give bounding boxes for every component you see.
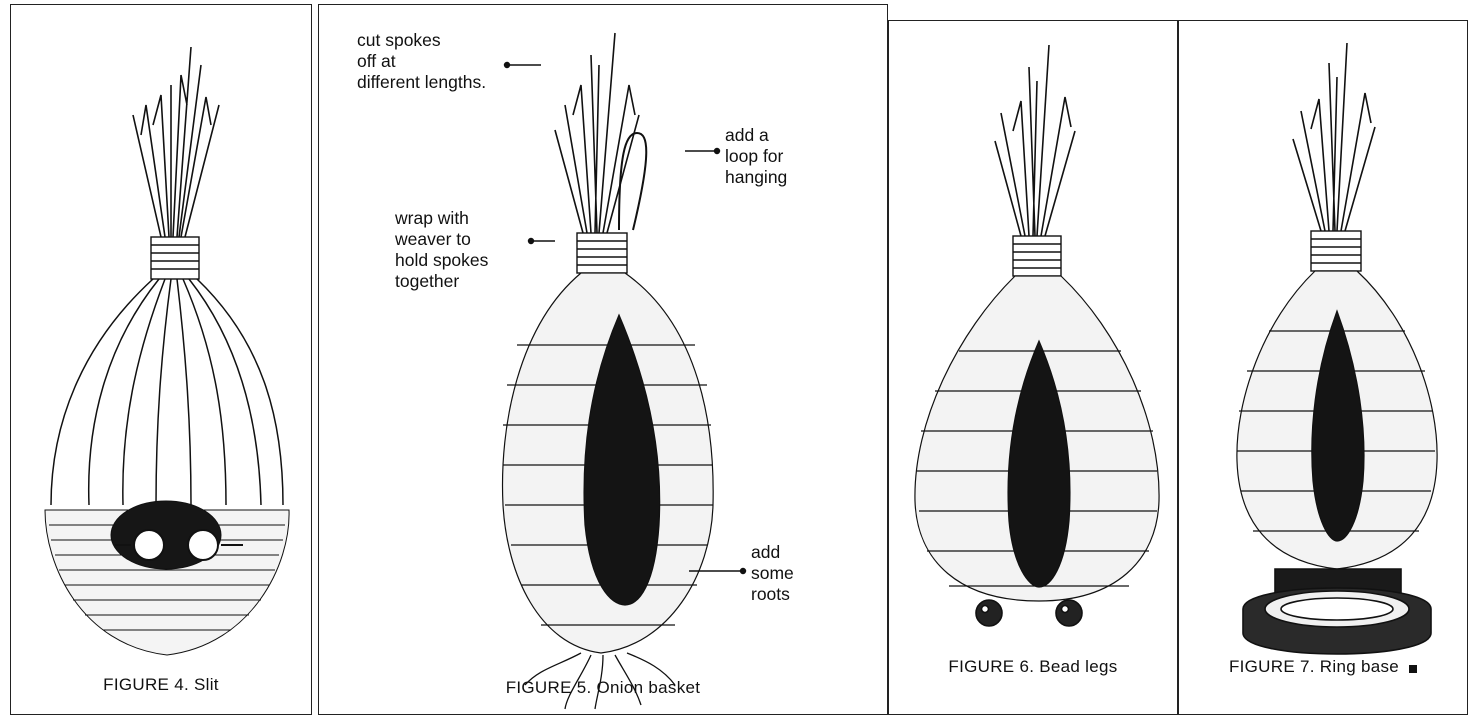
note-cut-spokes: cut spokes off at different lengths. — [357, 30, 486, 93]
wrap-band — [577, 233, 627, 273]
wrap-band — [1311, 231, 1361, 271]
figure-6-caption: FIGURE 6. Bead legs — [889, 657, 1177, 677]
note-add-loop: add a loop for hanging — [725, 125, 787, 188]
vertical-spokes — [51, 279, 283, 505]
note-wrap-weaver: wrap with weaver to hold spokes together — [395, 208, 488, 292]
woven-base — [45, 501, 289, 655]
spokes-tuft — [133, 47, 219, 237]
figure-6-panel: FIGURE 6. Bead legs — [888, 20, 1178, 715]
figure-4-panel: FIGURE 4. Slit — [10, 4, 312, 715]
spokes-tuft — [1293, 43, 1375, 231]
figure-7-caption: FIGURE 7. Ring base — [1179, 657, 1467, 677]
wrap-band — [1013, 236, 1061, 276]
figure-7-illustration — [1179, 21, 1469, 716]
spokes-tuft — [555, 33, 639, 233]
figure-6-illustration — [889, 21, 1179, 716]
hanging-loop — [619, 133, 646, 230]
spokes-tuft — [995, 45, 1075, 236]
end-mark-square — [1409, 665, 1417, 673]
figure-5-caption: FIGURE 5. Onion basket — [319, 678, 887, 698]
wrap-band — [151, 237, 199, 279]
note-add-roots: add some roots — [751, 542, 794, 605]
ring-base — [1243, 569, 1431, 654]
figure-5-panel: cut spokes off at different lengths. add… — [318, 4, 888, 715]
onion-body — [503, 273, 714, 653]
figure-4-caption: FIGURE 4. Slit — [11, 675, 311, 695]
basket-body — [915, 276, 1159, 601]
bead-legs — [976, 600, 1082, 626]
figure-5-illustration — [319, 5, 889, 716]
figure-4-illustration — [11, 5, 313, 716]
figure-7-panel: FIGURE 7. Ring base — [1178, 20, 1468, 715]
basket-body — [1237, 271, 1437, 569]
